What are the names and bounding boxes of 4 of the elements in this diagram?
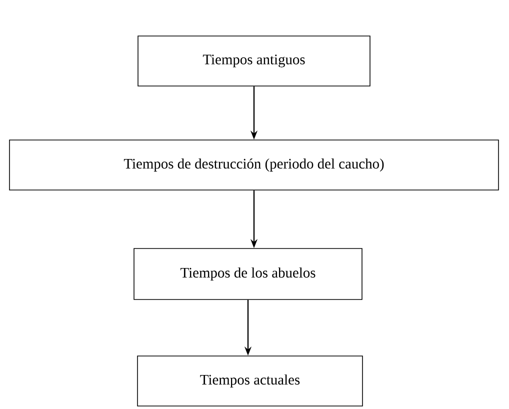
process-box: Tiempos actuales (137, 356, 363, 406)
process-box: Tiempos de destrucción (periodo del caucho) (9, 140, 499, 190)
process-box: Tiempos de los abuelos (134, 248, 362, 300)
process-box: Tiempos antiguos (138, 36, 370, 86)
